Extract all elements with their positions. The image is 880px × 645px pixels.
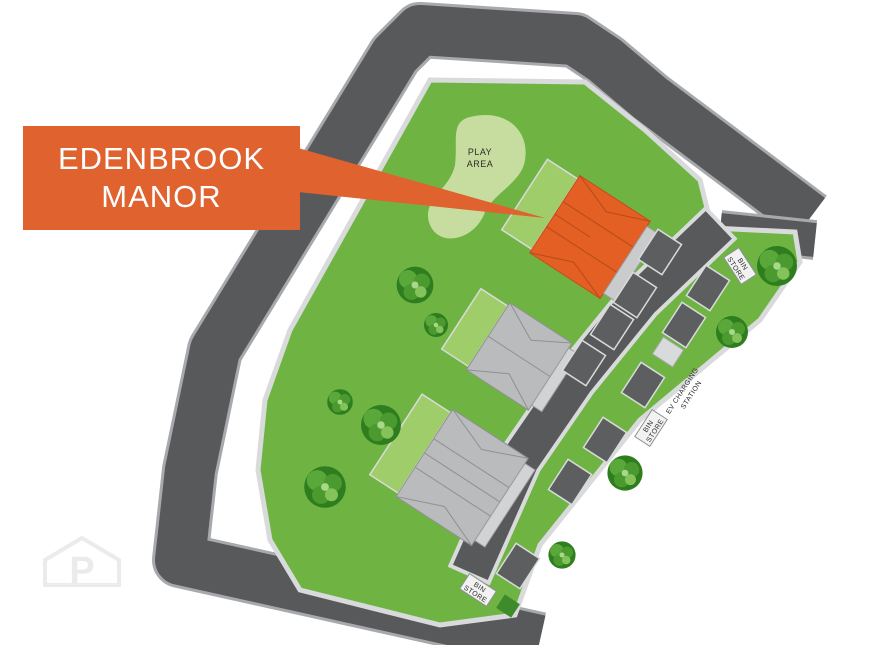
tree-icon [424, 313, 448, 337]
tree-icon [607, 455, 643, 491]
play-area-label: PLAY [468, 147, 492, 157]
tree-icon [361, 405, 401, 445]
play-area-label-2: AREA [467, 159, 494, 169]
watermark-letter: P [69, 550, 94, 592]
ev-charging-bay [651, 336, 685, 368]
tree-icon [304, 466, 346, 508]
tree-icon [327, 389, 353, 415]
bin-store-east: BIN STORE [723, 246, 757, 286]
tree-icon [396, 266, 434, 304]
watermark-logo-icon: P [43, 535, 121, 592]
development-name-line1: EDENBROOK [57, 141, 266, 176]
house-block-highlighted[interactable] [500, 156, 662, 306]
house-block-2[interactable] [440, 285, 583, 416]
tree-icon [548, 541, 576, 569]
road-outer-surface [155, 5, 825, 645]
tree-icon [757, 246, 797, 286]
utility-plot [496, 594, 520, 618]
development-name-callout: EDENBROOK MANOR [23, 126, 300, 230]
house-block-3[interactable] [368, 391, 539, 552]
development-name-line2: MANOR [101, 179, 222, 214]
tree-icon [716, 316, 748, 348]
bin-store-south: BIN STORE [458, 573, 498, 607]
callout-pointer [298, 148, 545, 218]
